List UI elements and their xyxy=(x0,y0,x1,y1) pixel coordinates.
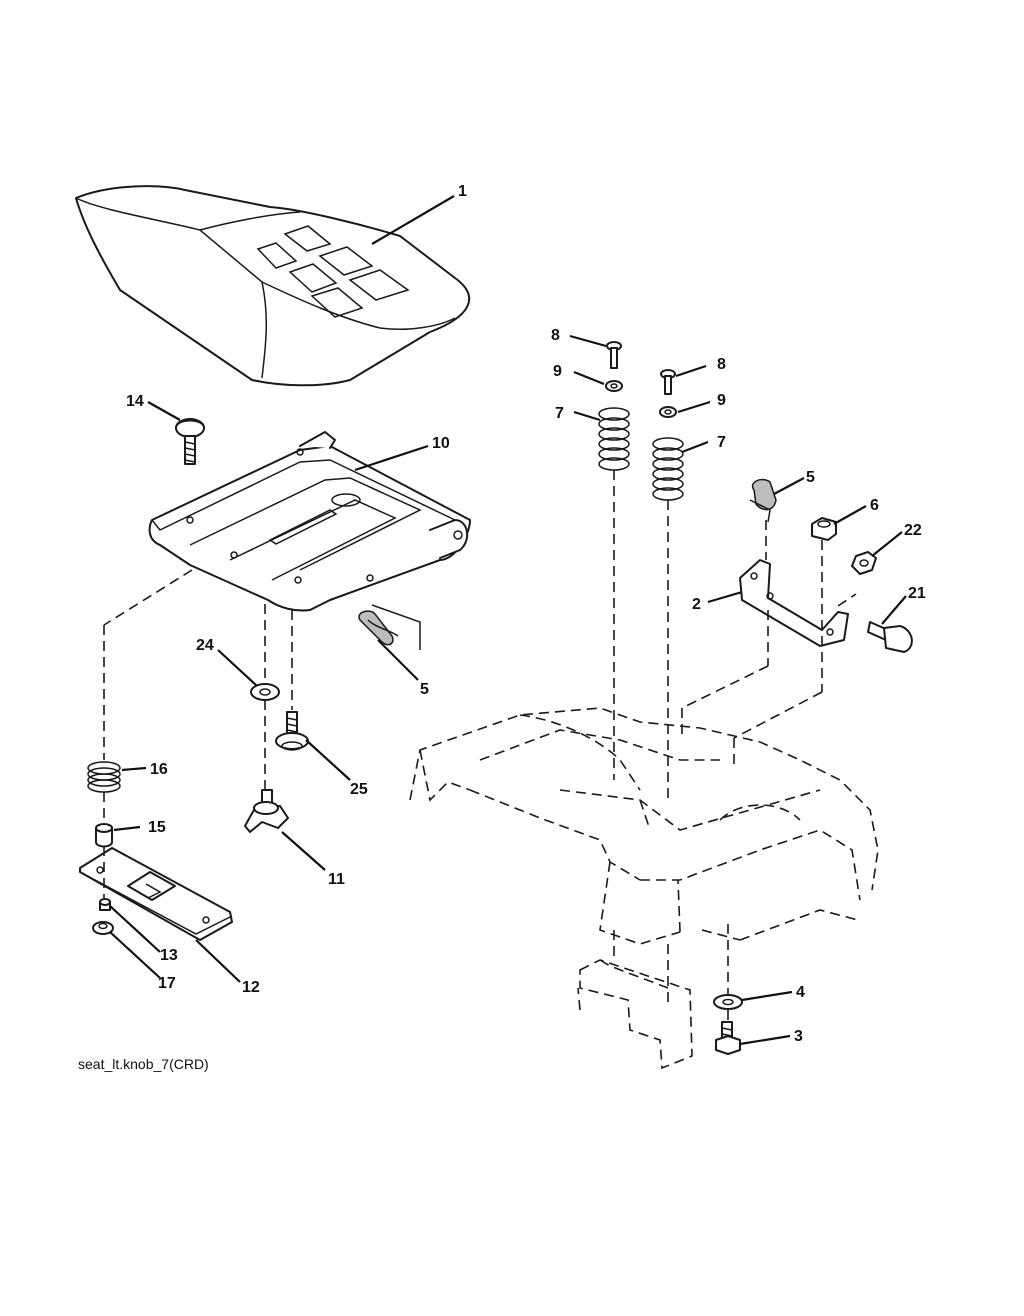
callout-7-right: 7 xyxy=(717,434,726,451)
callout-7-left: 7 xyxy=(555,405,564,422)
callout-16: 16 xyxy=(150,761,168,778)
washer-part-right xyxy=(713,994,743,1010)
callout-11: 11 xyxy=(328,871,345,888)
callout-9-right: 9 xyxy=(717,392,726,409)
flange-nut-part xyxy=(92,921,114,935)
spring-stack-left xyxy=(598,341,630,471)
diagram-caption: seat_lt.knob_7(CRD) xyxy=(78,1056,209,1072)
washer-part-left xyxy=(250,683,280,701)
assembly-lines xyxy=(103,470,857,1020)
callout-4: 4 xyxy=(796,984,805,1001)
carriage-bolt-part xyxy=(175,418,205,465)
seat-pan-part xyxy=(148,431,471,612)
slide-rail-part xyxy=(79,847,233,941)
callout-14: 14 xyxy=(126,393,144,410)
lock-nut-part xyxy=(851,551,877,575)
bracket-part xyxy=(739,559,849,647)
callout-1: 1 xyxy=(458,183,467,200)
clip-part-right xyxy=(749,478,777,523)
seat-part xyxy=(75,185,471,387)
leader-lines xyxy=(109,195,907,1046)
tractor-frame-dashed xyxy=(409,707,879,945)
spring-part-small xyxy=(87,761,121,793)
callout-10: 10 xyxy=(432,435,450,452)
lower-bracket-dashed xyxy=(577,959,693,1070)
callout-3: 3 xyxy=(794,1028,803,1045)
clip-part-left xyxy=(358,604,421,650)
callout-24: 24 xyxy=(196,637,214,654)
callout-21: 21 xyxy=(908,585,926,602)
nut-part-small xyxy=(99,898,111,911)
hex-bolt-part xyxy=(715,1021,741,1055)
bushing-part xyxy=(95,823,113,848)
callout-12: 12 xyxy=(242,979,260,996)
callout-9-left: 9 xyxy=(553,363,562,380)
callout-6: 6 xyxy=(870,497,879,514)
callout-2: 2 xyxy=(692,596,701,613)
callout-22: 22 xyxy=(904,522,922,539)
flange-bolt-part xyxy=(275,711,309,751)
hex-nut-part xyxy=(811,517,837,541)
knob-part xyxy=(244,789,289,833)
callout-numbers: 1 14 10 5 24 25 11 16 15 13 17 12 8 9 7 … xyxy=(126,183,926,1045)
callout-8-right: 8 xyxy=(717,356,726,373)
callout-25: 25 xyxy=(350,781,368,798)
spring-stack-right xyxy=(652,369,684,501)
callout-5-left: 5 xyxy=(420,681,429,698)
callout-8-left: 8 xyxy=(551,327,560,344)
callout-17: 17 xyxy=(158,975,176,992)
callout-5-right: 5 xyxy=(806,469,815,486)
callout-15: 15 xyxy=(148,819,166,836)
callout-13: 13 xyxy=(160,947,178,964)
shoulder-bolt-part xyxy=(867,621,913,653)
